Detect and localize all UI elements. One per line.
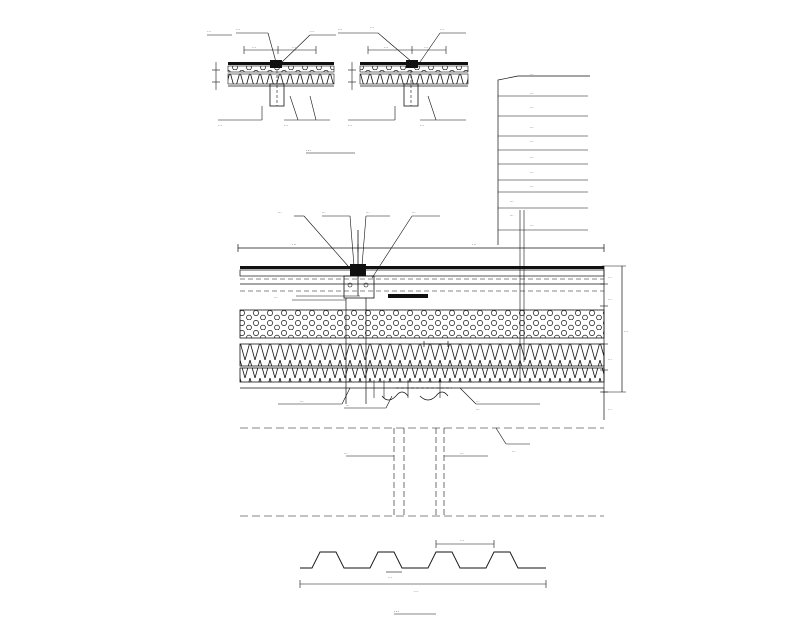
- detail-a-label-3: …: [310, 28, 314, 33]
- profile-dim-rib: …: [388, 574, 392, 579]
- sheet-profile: … … … …: [299, 537, 547, 615]
- profile-dim-top: …: [460, 537, 464, 542]
- detail-a-label-1: …: [207, 28, 211, 33]
- lower-label-1: …: [344, 451, 348, 455]
- detail-b-label-1: …: [338, 26, 342, 31]
- layer-callout-5: …: [530, 139, 534, 143]
- detail-a-dim-1: …: [252, 44, 256, 49]
- details-caption: …: [306, 147, 311, 153]
- detail-a: … … … … … … …: [207, 26, 336, 127]
- layer-callout-8: …: [530, 184, 534, 188]
- main-section: … … … … … …: [237, 210, 628, 517]
- detail-b-dim-1: …: [384, 44, 388, 49]
- main-top-dim-1: …: [292, 242, 297, 247]
- detail-b-label-5: …: [420, 122, 424, 127]
- top-callout-1: …: [278, 210, 282, 214]
- profile-dim-total: …: [414, 588, 418, 593]
- total-dim: …: [624, 328, 628, 333]
- layer-callout-6: …: [530, 155, 534, 159]
- top-callout-3: …: [366, 210, 370, 214]
- profile-caption: …: [394, 608, 399, 614]
- layer-callout-10: …: [510, 213, 514, 217]
- bottom-label-1: …: [300, 399, 304, 403]
- top-callout-4: …: [412, 210, 416, 214]
- detail-a-label-5: …: [284, 122, 288, 127]
- main-top-dim-2: …: [472, 242, 477, 247]
- layer-callout-1: …: [530, 72, 534, 76]
- side-dim-2: …: [608, 296, 612, 301]
- detail-b-label-3: …: [440, 26, 444, 31]
- side-dim-1: …: [608, 274, 612, 279]
- layer-callout-7: …: [530, 170, 534, 174]
- layer-callout-11: …: [530, 223, 534, 227]
- detail-b-dim-2: …: [424, 44, 428, 49]
- lower-label-2: …: [460, 451, 464, 455]
- detail-a-dim-2: …: [292, 44, 296, 49]
- detail-a-label-4: …: [218, 122, 222, 127]
- layer-callout-3: …: [530, 105, 534, 109]
- top-callout-2: …: [322, 210, 326, 214]
- layer-callout-list: … … … … … … … … … … …: [497, 72, 590, 378]
- detail-b-label-4: …: [348, 122, 352, 127]
- layer-callout-2: …: [530, 91, 534, 95]
- bottom-label-3: …: [476, 399, 480, 403]
- layer-callout-4: …: [530, 125, 534, 129]
- detail-b-label-2: …: [370, 24, 374, 29]
- side-dim-3: …: [608, 356, 612, 361]
- bottom-label-2: …: [346, 403, 350, 407]
- layer-callout-9: …: [510, 199, 514, 203]
- lower-label-3: …: [512, 449, 516, 453]
- bottom-label-5: …: [274, 295, 278, 299]
- detail-a-label-2: …: [236, 26, 240, 31]
- detail-b: … … … … … … …: [338, 24, 469, 127]
- side-dim-4: …: [608, 406, 612, 411]
- bottom-label-4: …: [476, 407, 480, 411]
